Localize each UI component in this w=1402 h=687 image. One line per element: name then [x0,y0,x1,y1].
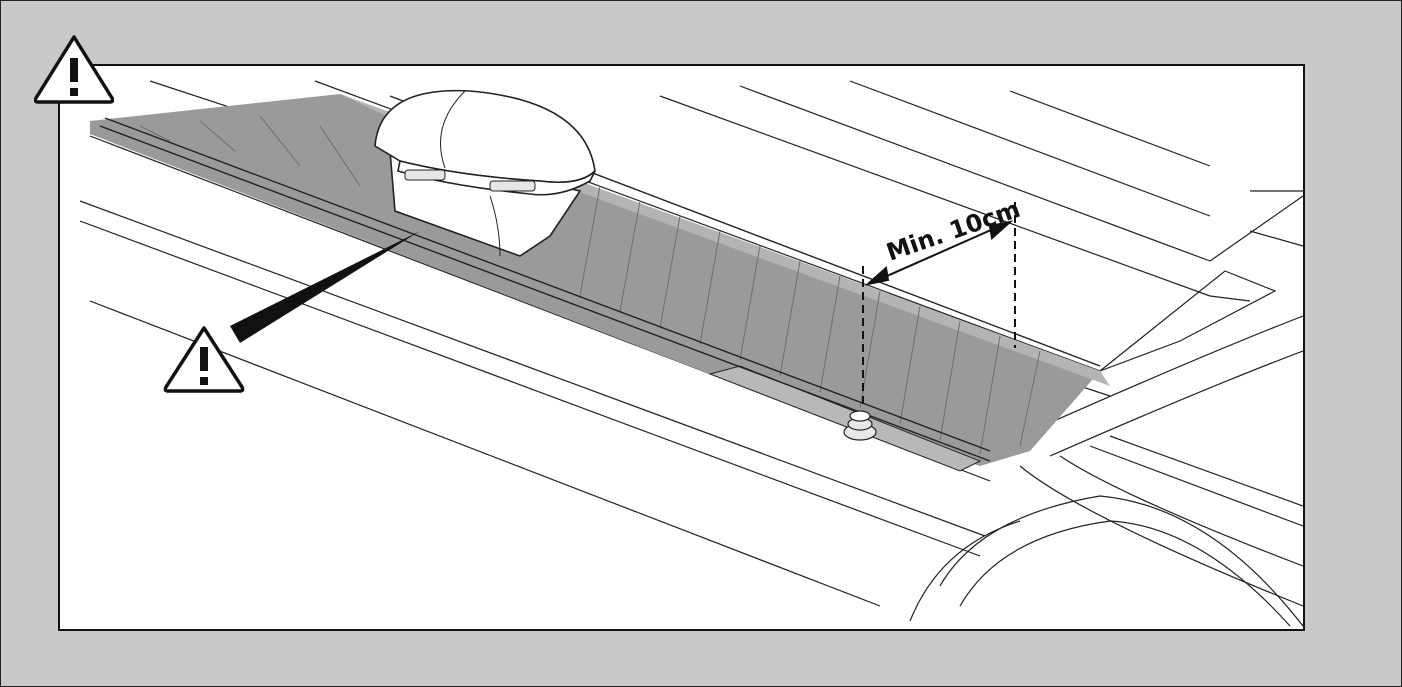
installation-illustration: Min. 10cm [58,64,1305,631]
dimension-marker [862,202,1016,406]
antenna-dome [374,89,596,257]
warning-callout-pointer [230,231,420,343]
dimension-label: Min. 10cm [883,195,1024,267]
mounting-strip [90,94,1100,466]
warning-triangle-icon [163,326,245,393]
warning-triangle-icon [34,35,114,104]
roof-drawing: Min. 10cm [79,80,1303,627]
mounting-bolt [843,410,877,441]
